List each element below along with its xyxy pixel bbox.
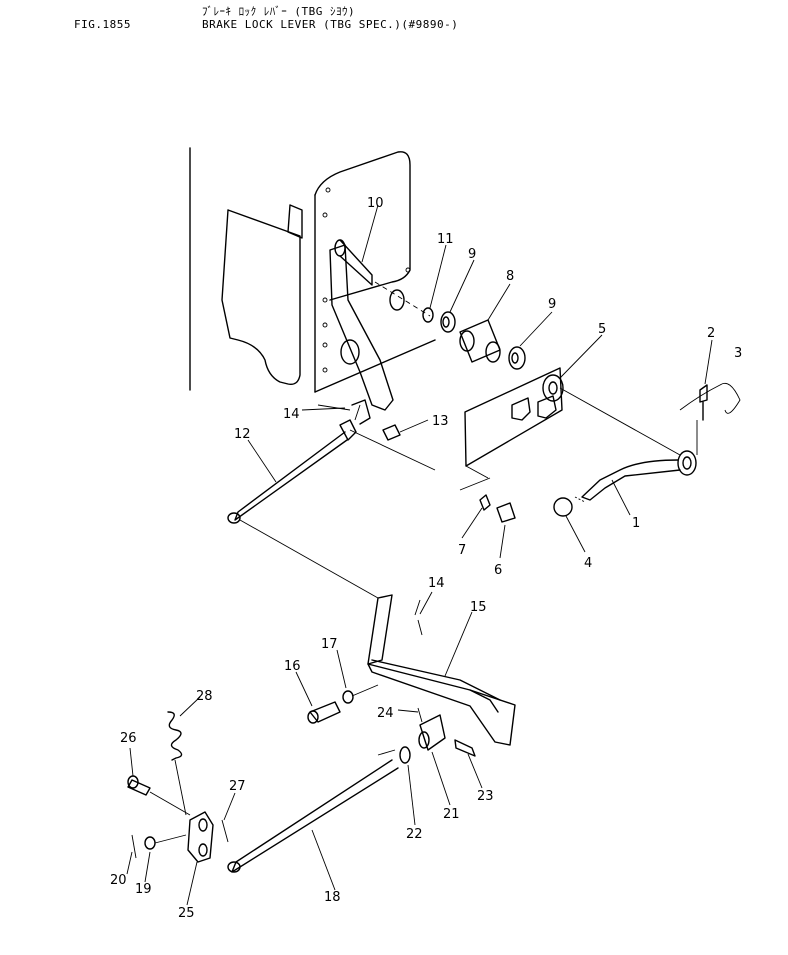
callout-8: 8	[506, 269, 514, 284]
callout-9b: 9	[548, 297, 556, 312]
callout-25: 25	[178, 906, 195, 921]
callout-27: 27	[229, 779, 246, 794]
callout-18: 18	[324, 890, 341, 905]
callout-9a: 9	[468, 247, 476, 262]
callout-28: 28	[196, 689, 213, 704]
part-15-bracket	[307, 594, 516, 746]
cab-frame	[189, 147, 436, 393]
callout-14a: 14	[283, 407, 300, 422]
callout-1: 1	[632, 516, 640, 531]
callout-2: 2	[707, 326, 715, 341]
side-panel	[221, 204, 303, 385]
callout-12: 12	[234, 427, 251, 442]
callout-10: 10	[367, 196, 384, 211]
callout-20: 20	[110, 873, 127, 888]
callout-24: 24	[377, 706, 394, 721]
title-english: BRAKE LOCK LEVER (TBG SPEC.)(#9890-)	[202, 18, 459, 31]
part-12-rod	[227, 399, 516, 599]
bushings	[422, 307, 526, 370]
callout-14b: 14	[428, 576, 445, 591]
title-japanese: ﾌﾞﾚｰｷ ﾛｯｸ ﾚﾊﾞｰ (TBG ｼﾖｳ)	[202, 5, 356, 18]
callout-21: 21	[443, 807, 460, 822]
figure-number: FIG.1855	[74, 18, 131, 31]
callout-11: 11	[437, 232, 454, 247]
part-1-lever	[553, 382, 741, 517]
part-5-bracket-plate	[459, 367, 681, 491]
callout-7: 7	[458, 543, 466, 558]
callout-4: 4	[584, 556, 592, 571]
callout-15: 15	[470, 600, 487, 615]
callout-19: 19	[135, 882, 152, 897]
callout-6: 6	[494, 563, 502, 578]
callout-23: 23	[477, 789, 494, 804]
part-18-rod	[227, 749, 399, 873]
parts-25-28	[127, 711, 229, 863]
callout-3: 3	[734, 346, 742, 361]
callout-13: 13	[432, 414, 449, 429]
callout-22: 22	[406, 827, 423, 842]
part-10-lever-arm	[329, 239, 431, 411]
leader-lines	[126, 204, 713, 906]
callout-5: 5	[598, 322, 606, 337]
callout-16: 16	[284, 659, 301, 674]
callout-17: 17	[321, 637, 338, 652]
callout-26: 26	[120, 731, 137, 746]
callout-labels: 1 2 3 4 5 6 7 8 9 9 10 11 12 13 14 14 15…	[110, 196, 742, 921]
parts-21-24	[399, 707, 476, 764]
